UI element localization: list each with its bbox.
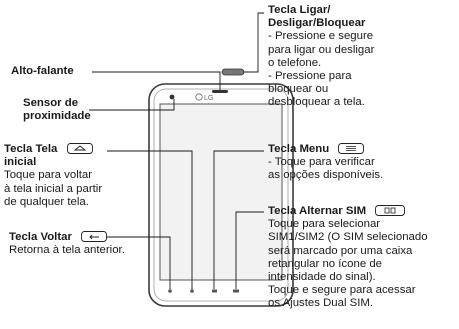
sim-key-callout: Tecla Alternar SIM Toque para selecionar… — [268, 205, 428, 311]
proximity-sensor — [169, 94, 175, 100]
power-key-title-2: Desligar/Bloquear — [268, 17, 366, 30]
phone: LG — [148, 83, 294, 307]
power-key-desc-6: desbloquear a tela. — [268, 96, 365, 109]
power-key-callout: Tecla Ligar/ Desligar/Bloquear - Pressio… — [268, 4, 374, 110]
proximity-title-1: Sensor de — [23, 97, 79, 109]
callout-lines — [89, 12, 264, 289]
back-key-title-text: Tecla Voltar — [9, 231, 72, 243]
speaker-grille — [212, 90, 228, 93]
home-key-callout: Tecla Tela inicial Toque para voltar à t… — [4, 143, 102, 209]
home-key-title-text: Tecla Tela — [4, 143, 58, 155]
home-key-desc-3: de qualquer tela. — [4, 195, 89, 208]
sim-key-icon — [375, 205, 406, 217]
home-key-icon — [66, 143, 93, 155]
menu-key-desc-1: - Toque para verificar — [268, 156, 375, 169]
power-key-desc-1: - Pressione e segure — [268, 30, 374, 43]
sim-key-title: Tecla Alternar SIM — [268, 205, 428, 218]
home-key-title-1: Tecla Tela — [4, 143, 102, 156]
back-key-callout: Tecla Voltar Retorna à tela anterior. — [9, 231, 125, 257]
power-key-desc-4: - Pressione para — [268, 70, 352, 83]
power-key-desc-5: bloquear ou — [268, 83, 329, 96]
power-key-desc-2: para ligar ou desligar — [268, 43, 375, 56]
back-key-title: Tecla Voltar — [9, 231, 125, 244]
menu-key-title-text: Tecla Menu — [268, 143, 330, 155]
sim-key-desc-2: SIM1/SIM2 (O SIM selecionado — [268, 231, 428, 244]
power-key-desc-3: o telefone. — [268, 56, 322, 69]
proximity-title-2: proximidade — [23, 110, 91, 123]
soft-keys — [168, 289, 239, 293]
menu-key-callout: Tecla Menu - Toque para verificar as opç… — [268, 143, 383, 183]
home-key-desc-2: à tela inicial a partir — [4, 182, 103, 195]
menu-key-icon — [338, 143, 365, 155]
menu-key-title: Tecla Menu — [268, 143, 383, 156]
sim-key-desc-7: os Ajustes Dual SIM. — [268, 297, 374, 310]
sim-key-desc-5: intensidade do sinal). — [268, 271, 376, 284]
power-button — [221, 68, 245, 76]
lg-logo-icon — [195, 93, 203, 101]
sim-key-title-text: Tecla Alternar SIM — [268, 205, 367, 217]
back-key-icon — [81, 231, 108, 243]
brand-logo: LG — [204, 95, 213, 102]
phone-screen — [159, 103, 283, 281]
sim-key-desc-4: retangular no ícone de — [268, 257, 382, 270]
sim-key-desc-6: Toque e segure para acessar — [268, 284, 416, 297]
back-key-desc: Retorna à tela anterior. — [9, 244, 125, 257]
sim-key-desc-1: Toque para selecionar — [268, 218, 381, 231]
proximity-sensor-callout: Sensor de proximidade — [23, 97, 91, 123]
menu-key-desc-2: as opções disponíveis. — [268, 169, 384, 182]
home-key-desc-1: Toque para voltar — [4, 169, 93, 182]
home-key-title-2: inicial — [4, 156, 37, 169]
sim-key-desc-3: será marcado por uma caixa — [268, 244, 413, 257]
speaker-label: Alto-falante — [11, 65, 74, 77]
power-key-title-1: Tecla Ligar/ — [268, 4, 331, 16]
